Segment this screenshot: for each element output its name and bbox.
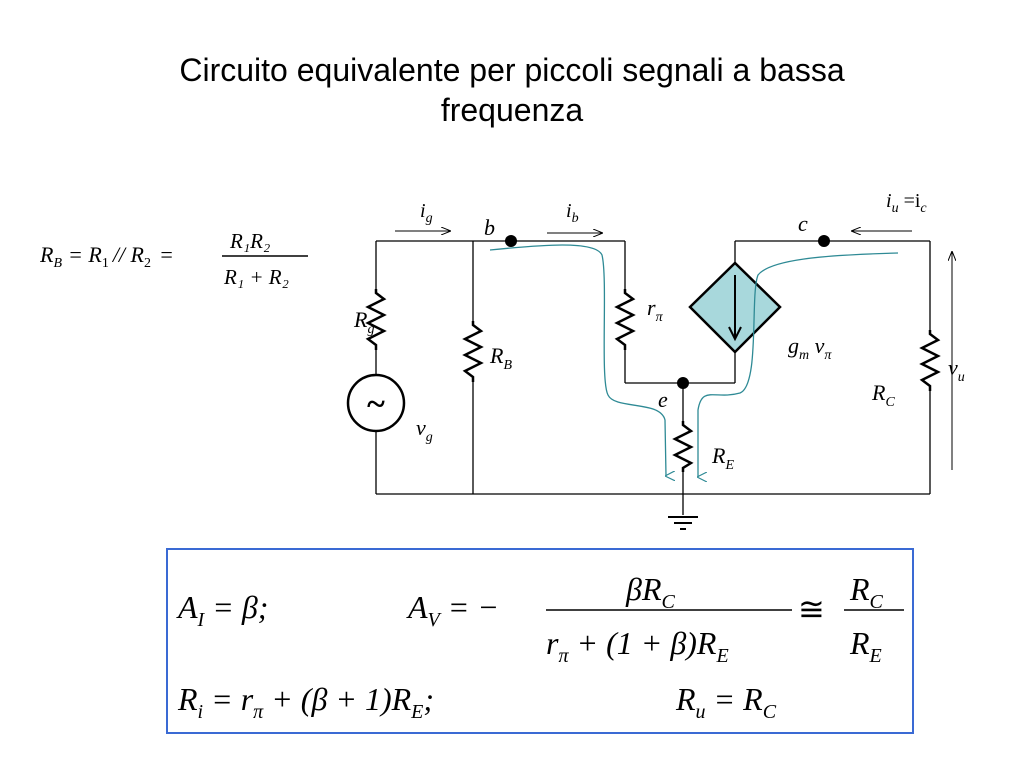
label-gm-vpi: gm vπ — [788, 333, 832, 363]
label-ig: ig — [420, 200, 433, 226]
label-vu: vu — [948, 355, 965, 385]
label-rg: Rg — [353, 307, 374, 337]
svg-text:RB= R1// R2=: RB = R1// R2 = — [40, 242, 174, 271]
rb-numerator: R₁R₂ — [229, 229, 270, 253]
node-e — [677, 377, 689, 389]
label-re: RE — [711, 443, 734, 473]
rb-eq2: = — [159, 242, 174, 267]
node-b — [505, 235, 517, 247]
source-tilde: ~ — [367, 386, 385, 423]
page-title: Circuito equivalente per piccoli segnali… — [0, 50, 1024, 130]
gain-formulas: AI= β; AV= − βRC rπ+ (1 + β)RE ≅ RC RE R… — [176, 571, 904, 723]
formula-ai: AI= β; — [176, 589, 268, 631]
rb-denominator: R₁ + R₂ — [223, 265, 289, 289]
rb-lhs: R — [40, 242, 54, 267]
rb-par: // R — [111, 242, 145, 267]
label-e: e — [658, 387, 668, 412]
rb-formula: RB = R1// R2 = R₁R₂ R₁ + R₂ — [40, 229, 308, 289]
formula-av2-denominator: RE — [849, 625, 882, 667]
formula-box: AI= β; AV= − βRC rπ+ (1 + β)RE ≅ RC RE R… — [166, 548, 914, 734]
base-current-path — [489, 244, 666, 476]
wires — [375, 240, 931, 530]
title-line-1: Circuito equivalente per piccoli segnali… — [179, 52, 845, 88]
rb-r2-sub: 2 — [144, 256, 151, 271]
formula-ri: Ri= rπ+ (β + 1)RE; — [177, 681, 434, 723]
rb-resistor — [462, 321, 484, 382]
title-line-2: frequenza — [440, 92, 584, 128]
label-rc: RC — [871, 380, 895, 410]
formula-av-denominator: rπ+ (1 + β)RE — [546, 625, 729, 667]
formula-av2-numerator: RC — [849, 571, 884, 613]
label-rpi: rπ — [647, 295, 664, 325]
formula-av-numerator: βRC — [625, 571, 675, 613]
generator-arrow-head — [728, 326, 742, 342]
circuit-diagram: ~ ig b ib c iu =ic Rg RB rπ gm vπ e RE R… — [346, 190, 965, 530]
label-vg: vg — [416, 415, 433, 445]
rpi-resistor — [614, 289, 636, 350]
formula-av-lhs: AV= − — [406, 589, 499, 631]
label-c: c — [798, 211, 808, 236]
rc-resistor — [919, 330, 941, 391]
node-c — [818, 235, 830, 247]
rg-resistor — [365, 289, 387, 350]
rb-r1-sub: 1 — [102, 256, 109, 271]
label-iu-ic: iu =ic — [886, 190, 927, 216]
re-resistor — [672, 421, 694, 472]
approx-symbol: ≅ — [798, 591, 825, 627]
label-rb: RB — [489, 343, 512, 373]
label-ib: ib — [566, 200, 579, 226]
formula-ru: Ru= RC — [675, 681, 777, 723]
rb-eq1: = R — [68, 242, 102, 267]
voltage-source-icon — [346, 373, 406, 433]
collector-current-path — [698, 252, 899, 477]
rb-lhs-sub: B — [53, 256, 62, 271]
label-b: b — [484, 215, 495, 240]
